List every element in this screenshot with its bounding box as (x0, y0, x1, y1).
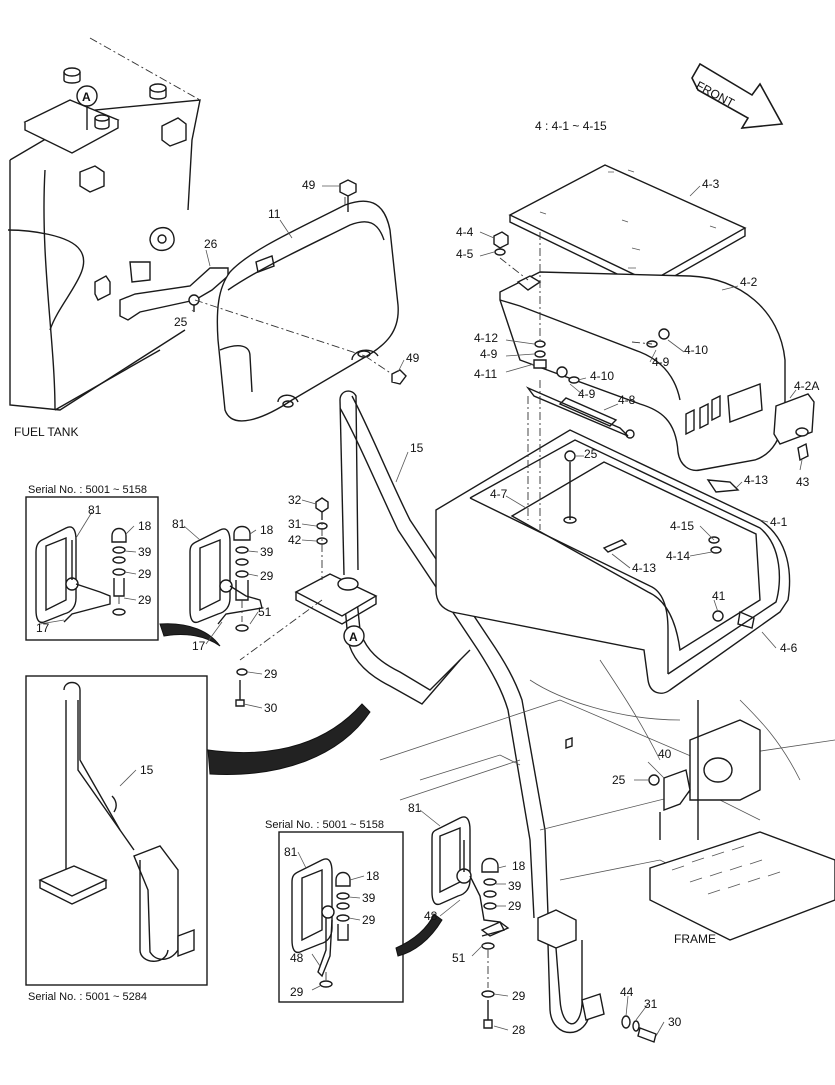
frame-label: FRAME (674, 932, 716, 946)
part-label-p18a: 18 (138, 519, 152, 533)
part-label-p4-12: 4-12 (474, 331, 498, 345)
serial-range-left-top: Serial No. : 5001 ~ 5158 (28, 484, 147, 496)
part-label-p49a: 49 (302, 178, 316, 192)
serial-box-left-top: Serial No. : 5001 ~ 5158 (25, 484, 159, 641)
part-label-p39d: 39 (508, 879, 522, 893)
part-label-p81d: 81 (284, 845, 298, 859)
part-label-p25c: 25 (612, 773, 626, 787)
part-label-p4-2A: 4-2A (794, 379, 819, 393)
part-label-p4-13b: 4-13 (632, 561, 656, 575)
part-label-p4-9a: 4-9 (480, 347, 498, 361)
part-label-p39b: 39 (260, 545, 274, 559)
part-label-p30a: 30 (264, 701, 278, 715)
part-label-p17b: 17 (192, 639, 206, 653)
part-label-p29d: 29 (264, 667, 278, 681)
part-label-p25b: 25 (584, 447, 598, 461)
part-label-p4-2: 4-2 (740, 275, 758, 289)
part-label-p29h: 29 (512, 989, 526, 1003)
part-label-p4-11: 4-11 (474, 367, 497, 381)
part-label-p29e: 29 (362, 913, 376, 927)
part-label-p81b: 81 (172, 517, 186, 531)
part-label-p48b: 48 (424, 909, 438, 923)
part-label-p40: 40 (658, 747, 672, 761)
part-label-p51b: 51 (452, 951, 466, 965)
part-label-p4-15: 4-15 (670, 519, 694, 533)
hardware-stack-32-31-42 (235, 497, 329, 707)
part-label-p51a: 51 (258, 605, 272, 619)
fuel-tank-label: FUEL TANK (14, 425, 78, 439)
part-label-p29c: 29 (260, 569, 274, 583)
part-label-p4-10b: 4-10 (590, 369, 614, 383)
part-label-p39c: 39 (362, 891, 376, 905)
callout-swoosh-arrows (159, 623, 443, 957)
serial-box-left-bottom: Serial No. : 5001 ~ 5284 (25, 675, 208, 1003)
part-label-p41: 41 (712, 589, 726, 603)
part-label-p29b: 29 (138, 593, 152, 607)
front-direction-arrow: FRONT (691, 62, 784, 129)
part-label-p4-6: 4-6 (780, 641, 798, 655)
svg-text:A: A (82, 90, 91, 104)
leader-lines (39, 185, 803, 1037)
part-label-p4-9b: 4-9 (652, 355, 670, 369)
part-label-p49b: 49 (406, 351, 420, 365)
part-label-p4-7: 4-7 (490, 487, 508, 501)
part-label-p4-10a: 4-10 (684, 343, 708, 357)
part-label-p29f: 29 (290, 985, 304, 999)
part-label-p15b: 15 (140, 763, 154, 777)
frame-drawing: FRAME (379, 659, 835, 946)
toolbox-assembly-4 (493, 164, 815, 472)
part-label-p11: 11 (268, 207, 281, 221)
part-label-p32: 32 (288, 493, 302, 507)
assembly-note: 4 : 4-1 ~ 4-15 (535, 119, 607, 133)
part-label-p4-5: 4-5 (456, 247, 474, 261)
part-label-p28: 28 (512, 1023, 526, 1037)
svg-text:A: A (349, 630, 358, 644)
reference-mark-a-lower (343, 625, 365, 647)
mirror-assembly-center-left (189, 525, 263, 632)
part-label-p81c: 81 (408, 801, 422, 815)
cover-11-drawing (194, 179, 407, 422)
serial-range-center: Serial No. : 5001 ~ 5158 (265, 819, 384, 831)
part-label-p39a: 39 (138, 545, 152, 559)
part-label-p25a: 25 (174, 315, 188, 329)
part-number-labels: 4 : 4-1 ~ 4-15 49 11 26 25 49 4-3 4-4 4-5 4-2 4-1… (36, 119, 819, 1037)
bracket-26-drawing (119, 261, 229, 321)
grab-handle-15-drawing: A (294, 390, 605, 1034)
serial-box-center: Serial No. : 5001 ~ 5158 (265, 819, 404, 1003)
mirror-assembly-center-right (431, 816, 506, 937)
part-label-p43: 43 (796, 475, 810, 489)
part-label-p42: 42 (288, 533, 302, 547)
part-label-p15a: 15 (410, 441, 424, 455)
toolbox-body-4-1 (435, 380, 791, 694)
part-label-p4-14: 4-14 (666, 549, 690, 563)
serial-range-left-bottom: Serial No. : 5001 ~ 5284 (28, 991, 147, 1003)
part-label-p31a: 31 (288, 517, 302, 531)
part-label-p48a: 48 (290, 951, 304, 965)
part-label-p81a: 81 (88, 503, 102, 517)
part-label-p4-1: 4-1 (770, 515, 788, 529)
part-label-p31b: 31 (644, 997, 658, 1011)
part-label-p29g: 29 (508, 899, 522, 913)
part-label-p18c: 18 (366, 869, 380, 883)
part-label-p30b: 30 (668, 1015, 682, 1029)
part-label-p4-13a: 4-13 (744, 473, 768, 487)
part-label-p26: 26 (204, 237, 218, 251)
part-label-p18b: 18 (260, 523, 274, 537)
part-label-p18d: 18 (512, 859, 526, 873)
part-label-p4-9c: 4-9 (578, 387, 596, 401)
part-label-p44: 44 (620, 985, 634, 999)
part-label-p17a: 17 (36, 621, 50, 635)
fuel-tank-drawing: A FUEL TANK (7, 37, 201, 439)
part-label-p29a: 29 (138, 567, 152, 581)
part-label-p4-3: 4-3 (702, 177, 720, 191)
part-label-p4-4: 4-4 (456, 225, 474, 239)
part-label-p4-8: 4-8 (618, 393, 636, 407)
